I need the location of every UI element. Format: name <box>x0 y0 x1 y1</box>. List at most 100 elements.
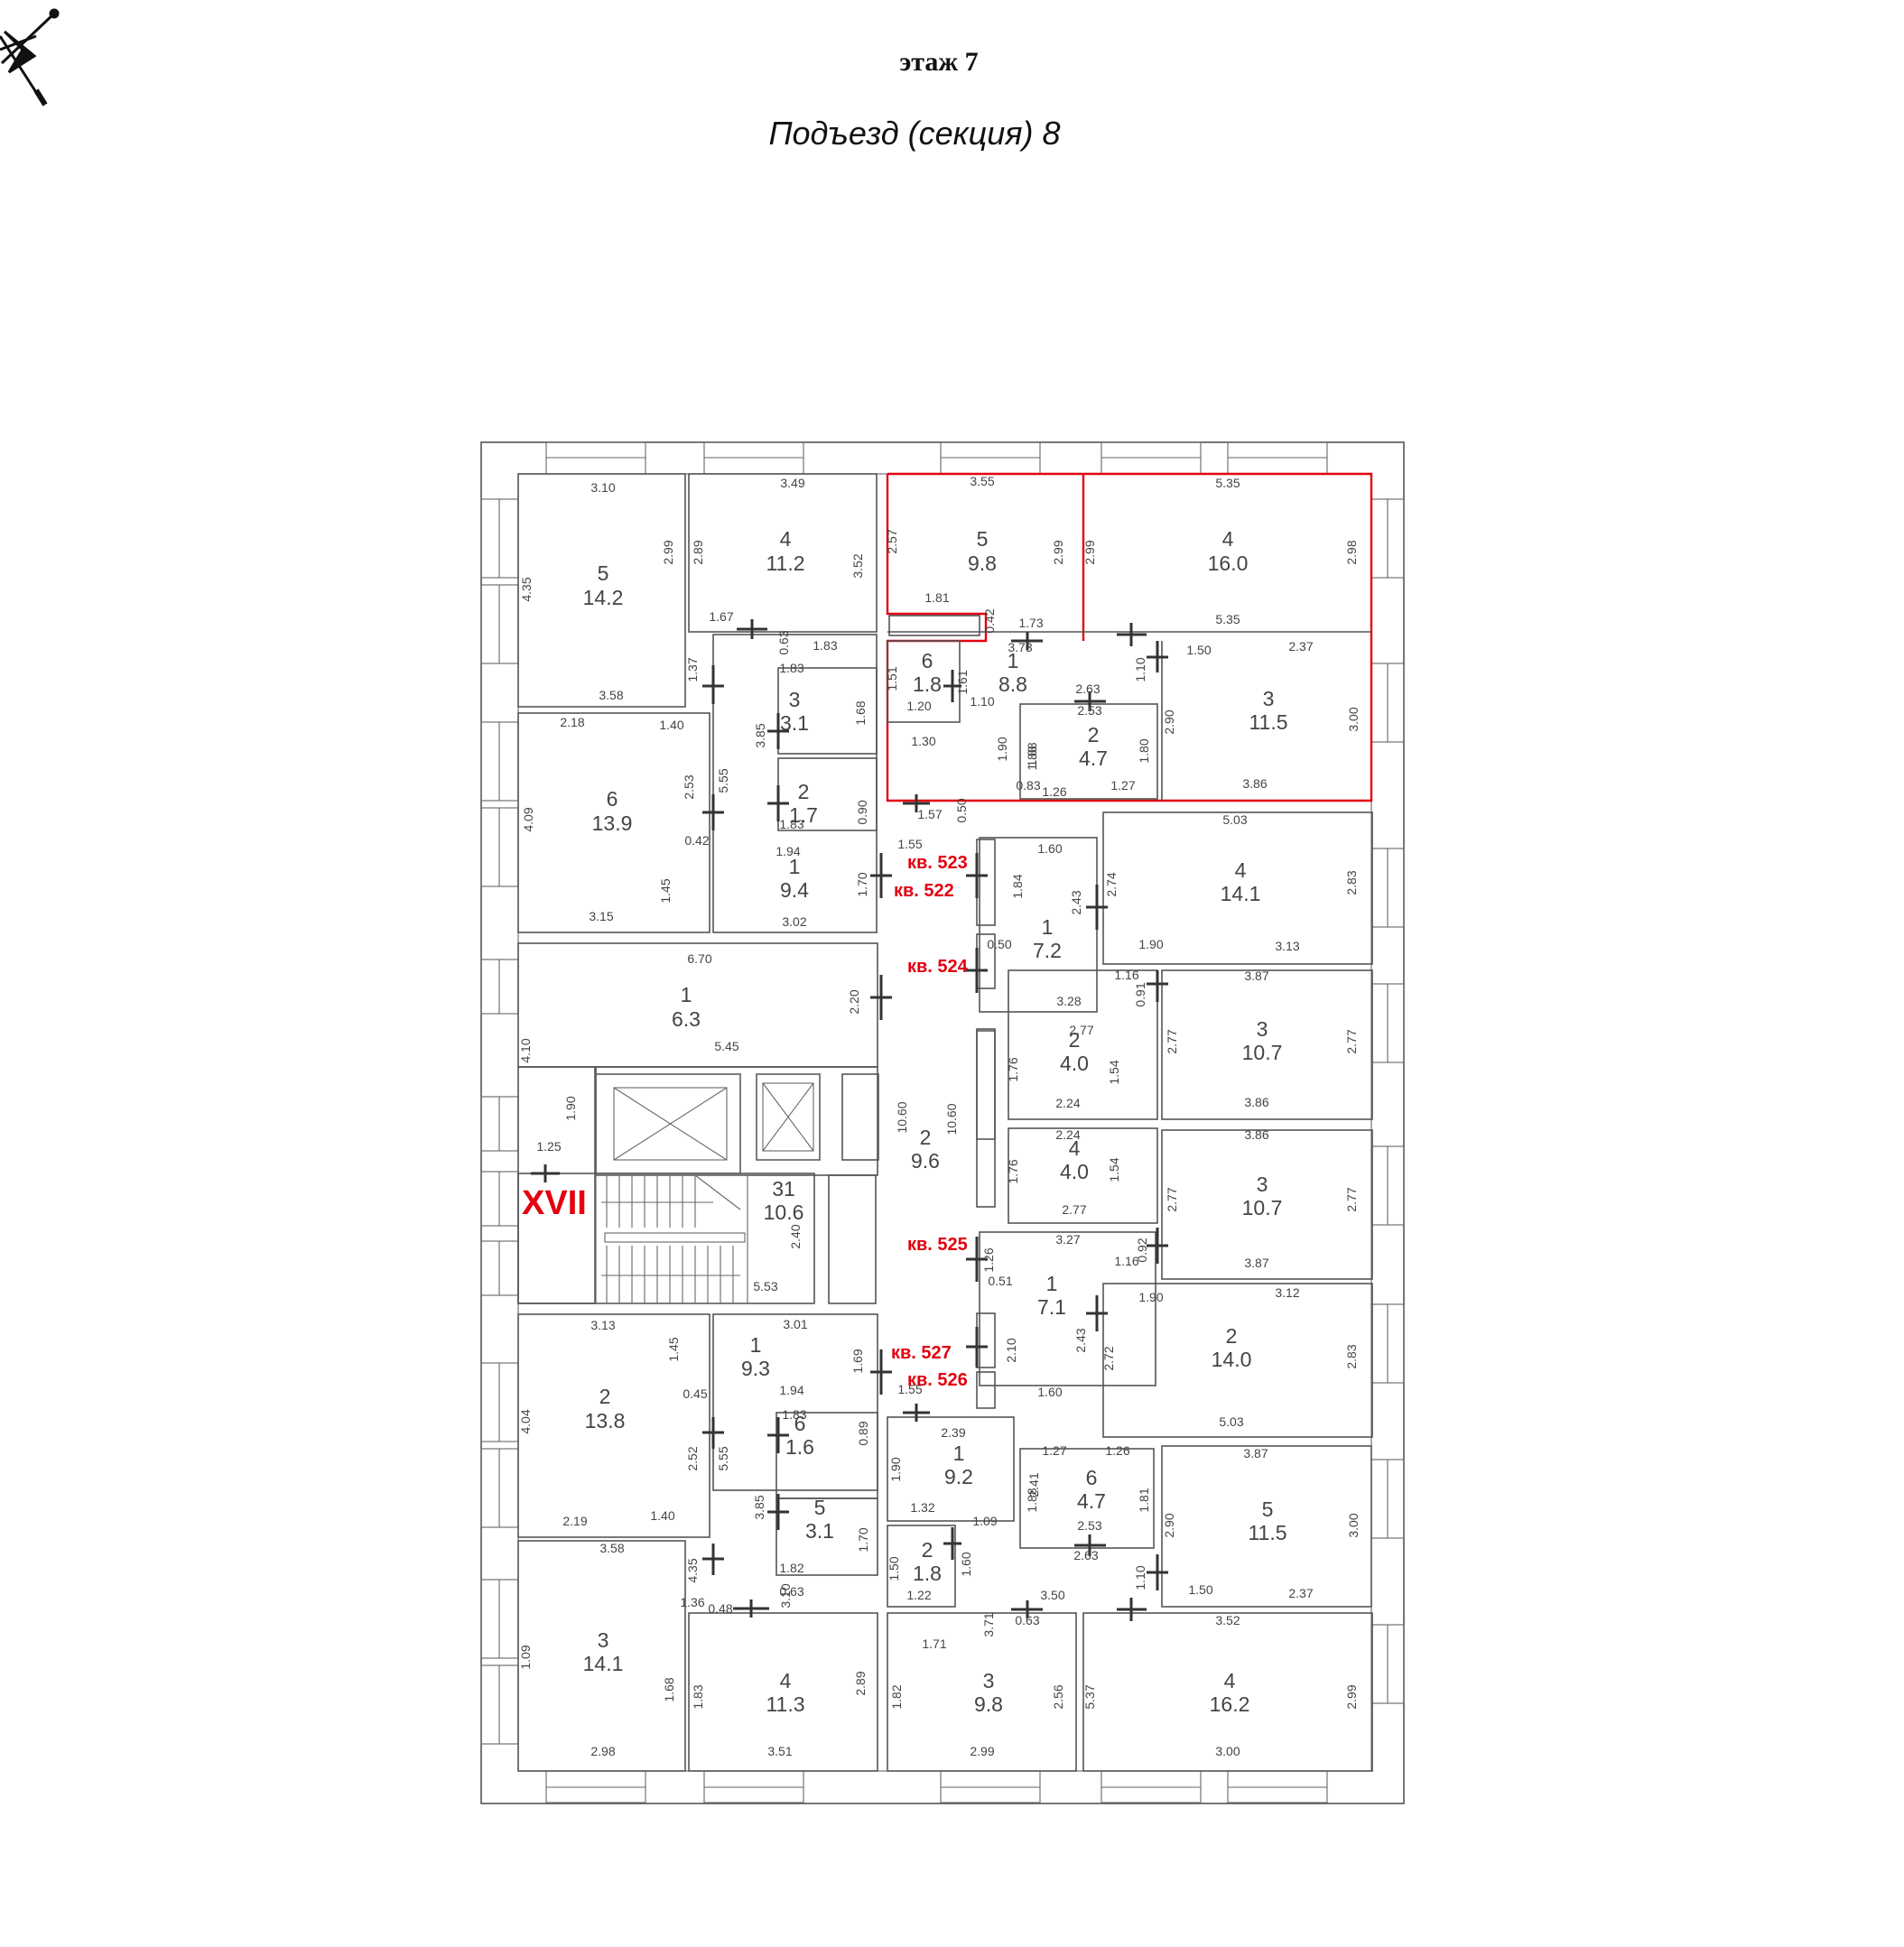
room-label: 213.8 <box>585 1385 626 1432</box>
dimension-label: 1.76 <box>1006 1159 1020 1183</box>
dimension-label: 1.57 <box>917 807 942 821</box>
dimension-label: 2.99 <box>1344 1684 1359 1709</box>
svg-text:5: 5 <box>1262 1497 1274 1521</box>
dimension-label: 0.90 <box>855 800 869 824</box>
svg-text:6: 6 <box>607 787 618 811</box>
svg-text:4: 4 <box>1069 1136 1081 1160</box>
apartment-label-522: кв. 522 <box>894 881 954 901</box>
room-label: 17.2 <box>1033 915 1062 962</box>
room-label: 17.1 <box>1037 1272 1066 1319</box>
dimension-label: 5.03 <box>1219 1414 1243 1429</box>
room-label: 24.7 <box>1079 723 1108 770</box>
dimension-label: 1.36 <box>680 1595 704 1609</box>
dimension-label: 2.41 <box>1026 1472 1041 1497</box>
svg-text:4.0: 4.0 <box>1060 1160 1089 1183</box>
dimension-label: 1.76 <box>1006 1057 1020 1081</box>
dimension-label: 3.85 <box>753 723 767 747</box>
svg-text:11.3: 11.3 <box>766 1692 804 1716</box>
dimension-label: 3.87 <box>1244 1256 1268 1270</box>
floor-title: этаж 7 <box>899 47 978 77</box>
room-label: 514.2 <box>583 561 624 609</box>
dimension-label: 3.00 <box>1346 1513 1361 1537</box>
dimension-label: 2.89 <box>853 1671 868 1695</box>
dimension-label: 3.73 <box>1008 640 1032 654</box>
dimension-label: 2.53 <box>1077 703 1101 718</box>
room-label: 18.8 <box>998 649 1027 696</box>
dimension-label: 2.77 <box>1062 1202 1086 1217</box>
dimension-label: 2.20 <box>847 989 861 1014</box>
door-marks <box>531 619 1168 1621</box>
dimension-label: 2.77 <box>1344 1029 1359 1053</box>
staircase-label: XVII <box>522 1184 587 1222</box>
svg-text:8.8: 8.8 <box>998 672 1027 696</box>
dimension-label: 0.50 <box>987 937 1011 951</box>
dimension-label: 3.71 <box>981 1612 996 1636</box>
room-label: 33.1 <box>780 688 809 735</box>
dimension-label: 1.71 <box>922 1636 946 1651</box>
svg-text:6: 6 <box>922 649 933 672</box>
room-label: 19.3 <box>741 1333 770 1380</box>
dimension-label: 1.90 <box>563 1096 578 1120</box>
svg-text:4: 4 <box>1235 858 1247 882</box>
dimension-label: 0.45 <box>683 1386 707 1401</box>
dimension-label: 2.83 <box>1344 1344 1359 1368</box>
dimension-label: 1.70 <box>855 872 869 896</box>
elevator-shaft-1 <box>595 1073 741 1174</box>
dimension-label: 1.45 <box>666 1337 681 1361</box>
dimension-label: 2.90 <box>1162 709 1176 734</box>
apartment-label-523: кв. 523 <box>907 853 968 873</box>
room-label: 311.5 <box>1249 687 1287 734</box>
room-label: 214.0 <box>1212 1324 1252 1371</box>
dimension-label: 2.40 <box>788 1224 803 1248</box>
svg-text:4.0: 4.0 <box>1060 1052 1089 1075</box>
dimension-label: 0.50 <box>954 798 969 822</box>
dimension-label: 1.40 <box>650 1508 674 1523</box>
room-label: 59.8 <box>968 527 997 575</box>
dimension-label: 1.82 <box>889 1684 904 1709</box>
dimension-label: 2.37 <box>1288 1586 1313 1600</box>
dimension-label: 2.52 <box>685 1446 700 1470</box>
dimension-label: 3.55 <box>970 474 994 488</box>
svg-text:1: 1 <box>681 983 692 1006</box>
room-label: 29.6 <box>911 1126 940 1173</box>
dimension-label: 1.10 <box>970 694 994 709</box>
dimension-label: 3.10 <box>590 480 615 495</box>
svg-text:1: 1 <box>1046 1272 1058 1295</box>
building-outline <box>480 441 1405 1804</box>
svg-text:4.7: 4.7 <box>1079 746 1108 770</box>
dimension-label: 1.88 <box>1025 742 1039 766</box>
compass-rose-icon <box>0 8 60 107</box>
dimension-label: 1.54 <box>1107 1157 1121 1182</box>
svg-text:4: 4 <box>1222 527 1234 551</box>
room-label: 310.7 <box>1242 1017 1283 1064</box>
dimension-label: 4.35 <box>685 1558 700 1582</box>
room-label: 416.2 <box>1210 1669 1250 1716</box>
dimension-label: 1.09 <box>518 1645 533 1669</box>
apartment-label-524: кв. 524 <box>907 957 969 977</box>
dimension-label: 2.89 <box>691 540 705 564</box>
dimension-label: 1.55 <box>897 1382 922 1396</box>
apartment-label-526: кв. 526 <box>907 1370 968 1390</box>
dimension-label: 1.68 <box>662 1677 676 1701</box>
svg-text:6: 6 <box>1086 1466 1098 1489</box>
svg-text:3: 3 <box>598 1628 609 1652</box>
dimension-label: 3.27 <box>1055 1232 1080 1247</box>
svg-text:14.1: 14.1 <box>1221 882 1261 905</box>
dimension-label: 1.67 <box>709 609 733 624</box>
dimension-label: 3.58 <box>599 688 623 702</box>
dimension-label: 2.74 <box>1104 872 1119 896</box>
room-label: 21.8 <box>913 1538 942 1585</box>
svg-text:11.2: 11.2 <box>766 552 804 575</box>
dimension-label: 4.35 <box>519 577 534 601</box>
room-label: 24.0 <box>1060 1028 1089 1075</box>
dimension-label: 0.92 <box>1135 1238 1149 1262</box>
room-label: 314.1 <box>583 1628 624 1675</box>
room-label: 64.7 <box>1077 1466 1106 1513</box>
dimension-label: 1.26 <box>1105 1443 1129 1458</box>
svg-text:4: 4 <box>780 527 792 551</box>
dimension-label: 1.27 <box>1042 1443 1066 1458</box>
dimension-label: 1.88 <box>1025 746 1039 770</box>
svg-text:14.0: 14.0 <box>1212 1348 1252 1371</box>
dimension-label: 2.90 <box>1162 1513 1176 1537</box>
dimension-label: 2.63 <box>1073 1548 1098 1562</box>
